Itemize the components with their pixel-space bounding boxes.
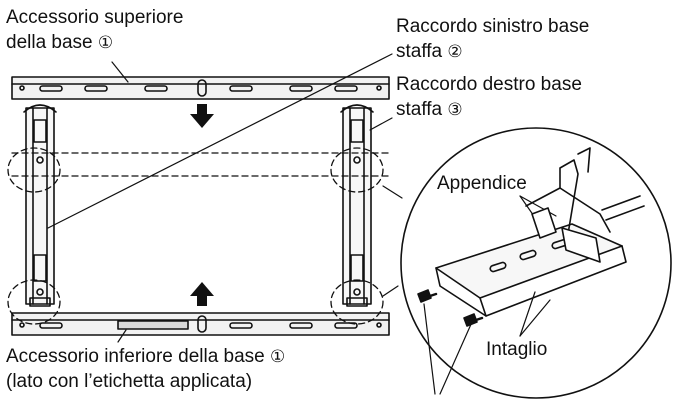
leader-lines [47, 53, 557, 395]
top-accessory-label: Accessorio superiore [6, 7, 184, 28]
notch-label: Intaglio [486, 339, 548, 360]
dashed-guides [7, 147, 390, 325]
item-number: ① [97, 33, 114, 52]
item-number: ② [447, 42, 463, 61]
screw-icon [417, 289, 438, 303]
bottom-accessory-label-line2: (lato con l’etichetta applicata) [6, 371, 253, 392]
tab-label: Appendice [437, 173, 527, 194]
item-number: ③ [447, 100, 463, 119]
right-bracket-label-line2: staffa ③ [396, 99, 463, 120]
left-bracket [23, 104, 57, 307]
top-base-bar [11, 76, 390, 100]
right-bracket-label: Raccordo destro base [396, 74, 582, 95]
item-number: ① [270, 347, 286, 366]
top-accessory-label-line2: della base ① [6, 32, 114, 53]
left-bracket-label-line2: staffa ② [396, 41, 463, 62]
bottom-accessory-label: Accessorio inferiore della base ① [6, 346, 286, 367]
right-bracket [340, 104, 374, 307]
left-bracket-label: Raccordo sinistro base [396, 16, 590, 37]
screw-icon [463, 313, 484, 327]
bottom-base-bar [11, 312, 390, 336]
arrow-up-icon [190, 282, 214, 306]
arrow-down-icon [190, 104, 214, 128]
detail-magnifier [400, 127, 672, 399]
